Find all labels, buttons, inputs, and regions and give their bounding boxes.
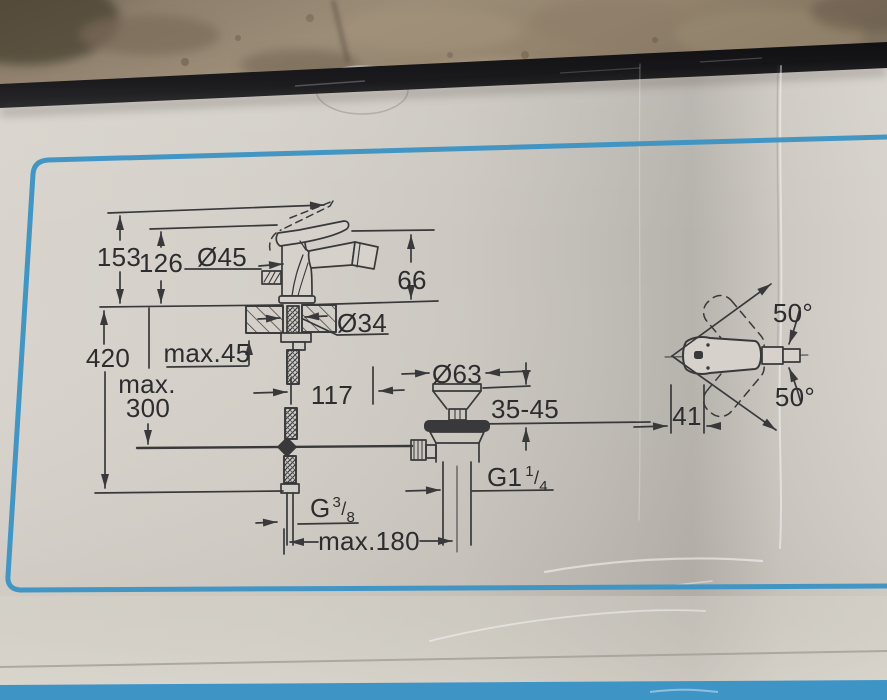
dim-420 bbox=[94, 310, 284, 494]
dim-g114 bbox=[405, 486, 554, 495]
label-300: 300 bbox=[126, 393, 170, 423]
drain-tailpipe bbox=[442, 461, 472, 546]
label-41: 41 bbox=[672, 401, 702, 431]
band-shadow bbox=[0, 67, 887, 116]
label-420: 420 bbox=[86, 343, 130, 373]
handle-top-view bbox=[633, 283, 809, 434]
dim-max180 bbox=[283, 528, 453, 555]
top-reference-lines bbox=[107, 201, 325, 230]
band-scuff-3 bbox=[699, 57, 763, 63]
label-dia45: Ø45 bbox=[197, 242, 247, 272]
faucet-body bbox=[261, 230, 379, 304]
dim-3545 bbox=[476, 362, 651, 451]
label-max: max. bbox=[118, 369, 176, 399]
band-scuff bbox=[294, 80, 366, 87]
horn-neck bbox=[307, 241, 356, 269]
horn-head bbox=[351, 241, 379, 270]
label-angle-down: 50° bbox=[775, 382, 815, 412]
blue-bottom-band bbox=[0, 680, 887, 700]
dim-117 bbox=[253, 366, 405, 405]
floor-speckles bbox=[181, 14, 658, 66]
floor-shadow-corner bbox=[0, 0, 120, 65]
lever-solid bbox=[275, 220, 350, 247]
swing-ray-down bbox=[671, 355, 777, 431]
drain-flange bbox=[424, 420, 490, 432]
label-126: 126 bbox=[139, 248, 183, 278]
dim-66 bbox=[351, 229, 435, 300]
label-angle-up: 50° bbox=[773, 298, 813, 328]
dim-dia45 bbox=[184, 261, 284, 270]
drawing-labels: 153 126 Ø45 66 Ø34 max.45 420 max. 300 1… bbox=[86, 242, 815, 556]
mounting-deck bbox=[99, 300, 439, 334]
rod-knurl-connector bbox=[410, 439, 427, 461]
drain-assembly bbox=[410, 383, 490, 553]
angle-arc-up bbox=[788, 307, 801, 345]
tile-grout-line bbox=[331, 0, 350, 63]
label-66: 66 bbox=[397, 265, 427, 295]
dim-max300 bbox=[144, 307, 152, 445]
band-scuff-2 bbox=[559, 67, 641, 74]
blue-frame bbox=[5, 134, 887, 593]
lever-raised-dashed bbox=[268, 200, 334, 251]
faucet-shank-and-hose bbox=[277, 305, 312, 546]
face-creases bbox=[429, 63, 783, 642]
swing-ray-up bbox=[671, 283, 772, 357]
handle-stub bbox=[782, 348, 801, 363]
handle-slot bbox=[694, 351, 703, 359]
band-scratch bbox=[649, 688, 719, 693]
label-117: 117 bbox=[311, 380, 353, 410]
dim-g38 bbox=[255, 518, 359, 527]
label-dia34: Ø34 bbox=[337, 308, 387, 338]
handle-adapter bbox=[761, 346, 784, 365]
label-max180: max.180 bbox=[318, 526, 420, 556]
label-max45: max.45 bbox=[163, 338, 250, 368]
label-3545: 35-45 bbox=[491, 394, 559, 424]
dim-dia34 bbox=[257, 312, 389, 336]
dim-max45 bbox=[166, 340, 253, 368]
lower-strip bbox=[0, 596, 887, 688]
box-edge-band bbox=[0, 42, 887, 116]
dim-41 bbox=[633, 384, 721, 434]
technical-drawing bbox=[94, 200, 809, 555]
angle-arc-down bbox=[788, 367, 802, 404]
label-dia63: Ø63 bbox=[432, 359, 482, 389]
lid-edge-line bbox=[0, 650, 887, 668]
handle-paddle bbox=[682, 336, 762, 375]
label-153: 153 bbox=[97, 242, 141, 272]
floor-tile bbox=[0, 0, 887, 86]
lever-gap-line bbox=[299, 240, 307, 251]
pop-up-rod bbox=[135, 444, 414, 450]
